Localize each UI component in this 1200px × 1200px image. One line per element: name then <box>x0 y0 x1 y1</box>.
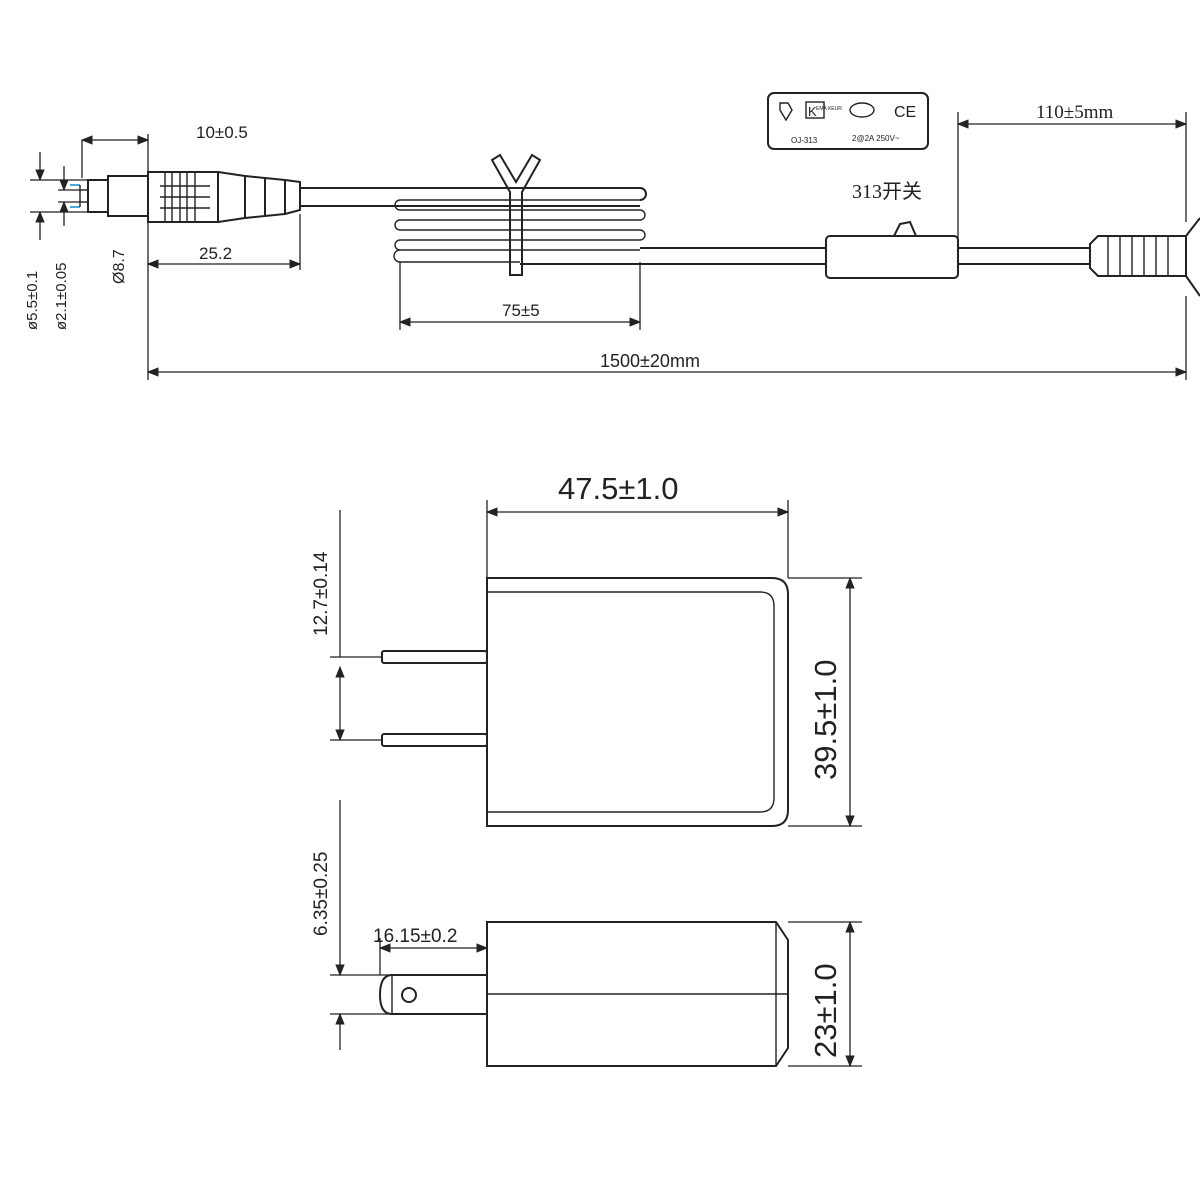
plug-body-length-label: 25.2 <box>199 244 232 263</box>
end-plug <box>1089 217 1200 297</box>
dim-pin-spacing: 12.7±0.14 <box>311 510 382 742</box>
adapter-width-label: 47.5±1.0 <box>558 471 678 506</box>
cable-drawing: 313开关 K EMA KEUR <box>24 92 1200 380</box>
dim-switch-to-end: 110±5mm <box>956 102 1188 240</box>
dim-plug-tip-length: 10±0.5 <box>80 123 248 178</box>
dim-pin-length: 16.15±0.2 <box>373 922 489 975</box>
k-mark: K <box>808 104 817 119</box>
pin-length-label: 16.15±0.2 <box>373 926 457 947</box>
dim-adapter-height: 39.5±1.0 <box>788 576 862 828</box>
pin-spacing-label: 12.7±0.14 <box>311 551 332 636</box>
switch-to-end-label: 110±5mm <box>1036 102 1114 123</box>
plug-body-diameter-label: Ø8.7 <box>111 249 128 284</box>
switch-label: 313开关 <box>852 180 922 203</box>
tag-rating: 2@2A 250V~ <box>852 134 900 143</box>
dc-plug <box>70 171 301 223</box>
adapter-height-label: 39.5±1.0 <box>808 660 843 780</box>
dim-adapter-depth: 23±1.0 <box>788 920 862 1068</box>
adapter-front-view <box>381 577 789 827</box>
dim-total-length: 1500±20mm <box>146 270 1188 380</box>
switch-rating-tag: K EMA KEUR CE OJ-313 2@2A 250V~ <box>767 92 929 150</box>
adapter-depth-label: 23±1.0 <box>808 963 843 1058</box>
plug-outer-diameter-label: ø5.5±0.1 <box>24 271 41 330</box>
plug-inner-diameter-label: ø2.1±0.05 <box>53 263 70 330</box>
tag-model: OJ-313 <box>791 136 818 145</box>
inline-switch: 313开关 <box>825 180 959 279</box>
bundle-length-label: 75±5 <box>502 301 540 320</box>
adapter-side-view <box>378 921 789 1067</box>
total-length-label: 1500±20mm <box>600 351 700 371</box>
dim-pin-width: 6.35±0.25 <box>311 800 392 1050</box>
ema-keur-mark: EMA KEUR <box>816 106 842 112</box>
cable-bundle <box>393 153 647 276</box>
adapter-drawing: 47.5±1.0 39.5±1.0 12.7±0.14 <box>311 471 862 1068</box>
dim-plug-body-length: 25.2 <box>146 214 302 270</box>
dim-plug-diameters: ø5.5±0.1 ø2.1±0.05 Ø8.7 <box>24 152 128 330</box>
dim-bundle-length: 75±5 <box>398 262 642 330</box>
plug-tip-length-label: 10±0.5 <box>196 123 248 142</box>
dim-adapter-width: 47.5±1.0 <box>485 471 790 578</box>
ce-mark: CE <box>894 104 916 121</box>
pin-width-label: 6.35±0.25 <box>311 852 332 936</box>
